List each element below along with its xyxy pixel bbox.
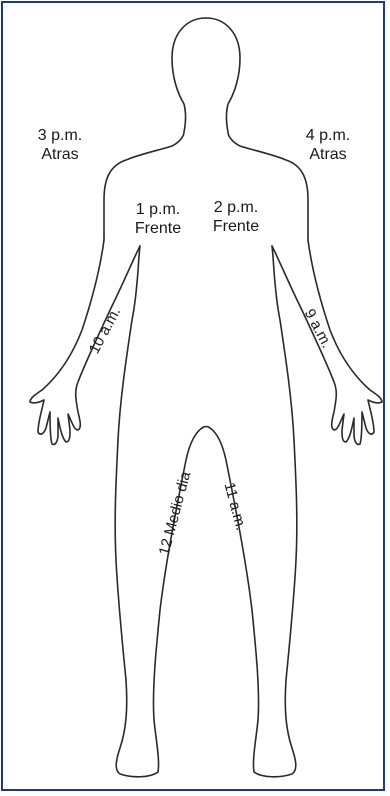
label-right-chest-time: 1 p.m. — [118, 200, 198, 219]
crotch-outline — [202, 427, 210, 429]
label-left-shoulder-time: 4 p.m. — [288, 126, 368, 145]
right-arm-inner — [118, 246, 140, 440]
right-arm-outer — [30, 240, 140, 444]
left-arm-inner — [272, 246, 294, 440]
label-right-shoulder-back: 3 p.m. Atras — [20, 126, 100, 164]
label-left-chest-time: 2 p.m. — [196, 198, 276, 217]
label-right-chest-front: 1 p.m. Frente — [118, 200, 198, 238]
label-left-chest-front: 2 p.m. Frente — [196, 198, 276, 236]
label-right-shoulder-side: Atras — [20, 145, 100, 164]
label-left-shoulder-back: 4 p.m. Atras — [288, 126, 368, 164]
label-left-chest-side: Frente — [196, 217, 276, 236]
label-left-shoulder-side: Atras — [288, 145, 368, 164]
label-right-chest-side: Frente — [118, 219, 198, 238]
label-right-shoulder-time: 3 p.m. — [20, 126, 100, 145]
